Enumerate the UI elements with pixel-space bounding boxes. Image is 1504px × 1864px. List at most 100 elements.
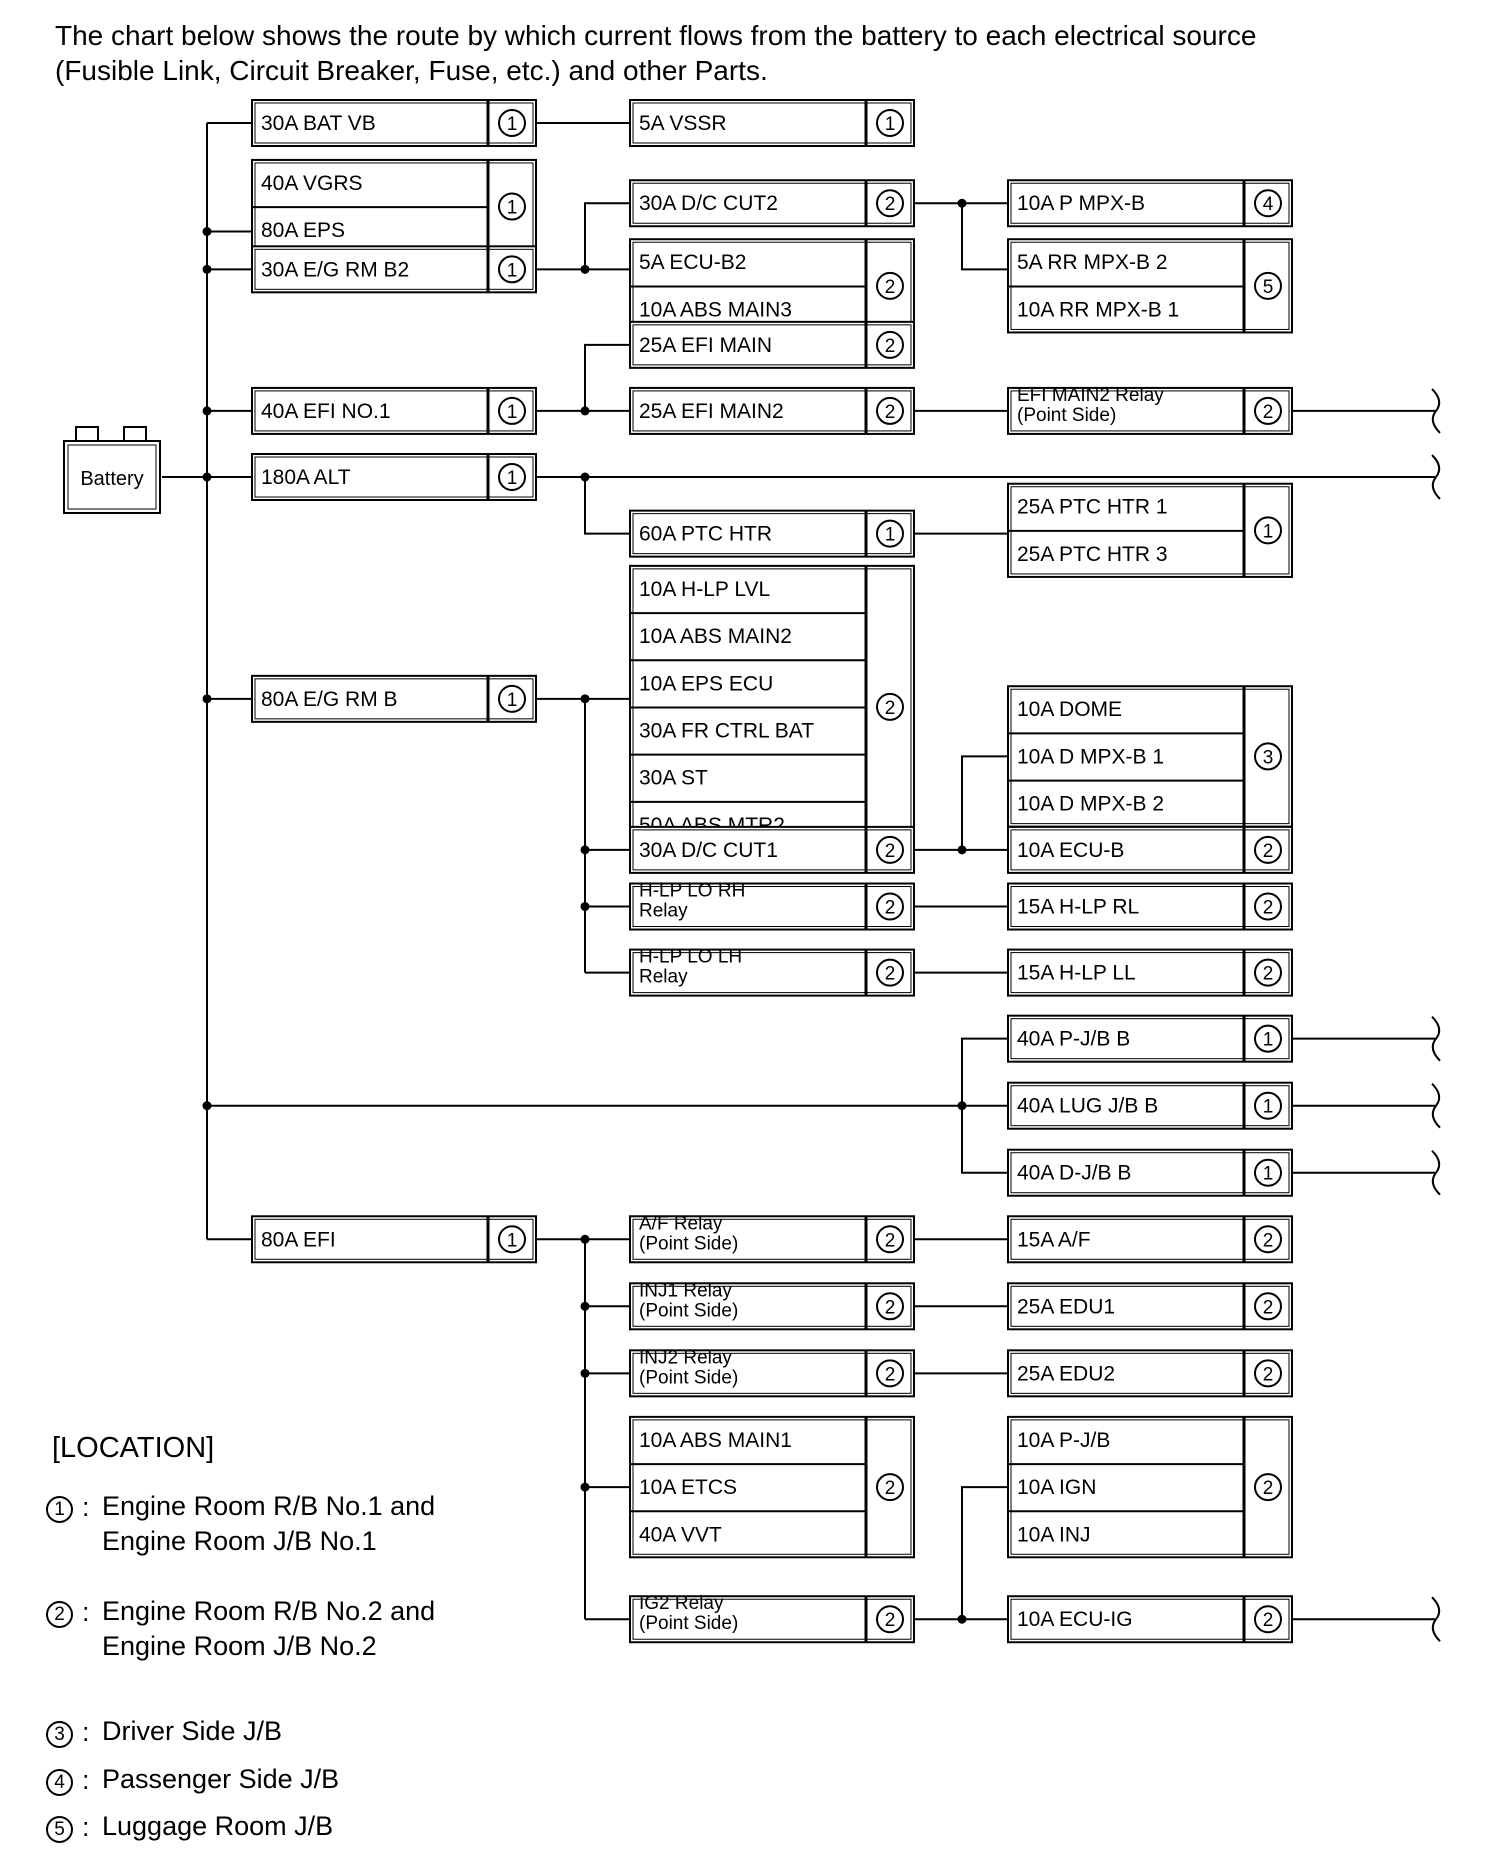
legend-text-2-line-2: Engine Room J/B No.2	[102, 1631, 377, 1661]
hlp-lo-lh-label-line-1: H-LP LO LH	[639, 947, 742, 968]
abs-main1-label: 10A ABS MAIN1	[639, 1429, 792, 1452]
eps-label: 80A EPS	[261, 219, 345, 242]
location-badge-bat-vb: 1	[498, 109, 526, 137]
location-badge-lug-jb-b: 1	[1254, 1091, 1282, 1120]
intro-line-1: The chart below shows the route by which…	[55, 20, 1257, 51]
p-jb-label: 10A P-J/B	[1017, 1429, 1110, 1452]
inj-label: 10A INJ	[1017, 1523, 1091, 1546]
svg-text:1: 1	[507, 690, 518, 711]
legend-text-1-line-1: Engine Room R/B No.1 and	[102, 1491, 436, 1521]
location-badge-efi80: 1	[498, 1225, 526, 1254]
location-badge-hlp-lo-rh: 2	[876, 892, 904, 921]
svg-text:1: 1	[507, 198, 518, 219]
location-badge-ecu-b2-abs3: 2	[876, 271, 904, 300]
efi80-label: 80A EFI	[261, 1228, 336, 1251]
legend-separator: :	[82, 1597, 90, 1627]
svg-text:2: 2	[885, 1478, 896, 1499]
hlp-lo-lh-label-line-2: Relay	[639, 967, 688, 988]
legend-separator: :	[82, 1492, 90, 1522]
af-relay-label-line-1: A/F Relay	[639, 1213, 723, 1234]
location-badge-alt: 1	[498, 463, 526, 491]
svg-text:5: 5	[1263, 277, 1274, 298]
location-badge-af: 2	[1254, 1225, 1282, 1254]
svg-text:2: 2	[1263, 898, 1274, 919]
efi-main2-label: 25A EFI MAIN2	[639, 400, 784, 423]
box-edu1: 25A EDU1 2	[1007, 1282, 1293, 1331]
svg-text:1: 1	[507, 260, 518, 281]
etcs-label: 10A ETCS	[639, 1476, 737, 1499]
svg-text:1: 1	[1263, 1097, 1274, 1118]
svg-text:2: 2	[885, 698, 896, 719]
hlp-rl-label: 15A H-LP RL	[1017, 896, 1139, 919]
legend-number-1: 1	[46, 1496, 73, 1523]
wires	[162, 122, 1435, 1621]
svg-text:2: 2	[1263, 402, 1274, 423]
legend-number-5: 5	[46, 1816, 73, 1843]
af-label: 15A A/F	[1017, 1228, 1091, 1251]
svg-text:2: 2	[885, 1364, 896, 1385]
efi-main2-relay-label-line-2: (Point Side)	[1017, 405, 1116, 426]
ptc-htr3-label: 25A PTC HTR 3	[1017, 543, 1168, 566]
box-hlp-rl: 15A H-LP RL 2	[1007, 882, 1293, 931]
junction-dots	[202, 198, 967, 1624]
location-badge-hlp-lo-lh: 2	[876, 958, 904, 987]
svg-text:2: 2	[885, 841, 896, 862]
lug-jb-b-label: 40A LUG J/B B	[1017, 1095, 1158, 1118]
location-badge-rr-mpx: 5	[1254, 271, 1282, 300]
intro-text: The chart below shows the route by which…	[55, 18, 1475, 88]
abs-main3-label: 10A ABS MAIN3	[639, 298, 792, 321]
d-mpx-b1-label: 10A D MPX-B 1	[1017, 745, 1164, 768]
hlp-lvl-label: 10A H-LP LVL	[639, 578, 770, 601]
battery-label: Battery	[80, 468, 143, 490]
battery: Battery	[63, 426, 161, 514]
svg-text:2: 2	[1263, 841, 1274, 862]
svg-text:2: 2	[885, 277, 896, 298]
location-badge-hlp-ll: 2	[1254, 958, 1282, 987]
svg-text:1: 1	[1263, 521, 1274, 542]
location-badge-dc-cut1: 2	[876, 835, 904, 864]
box-abs-main1-group: 10A ABS MAIN1 10A ETCS 40A VVT 2	[629, 1415, 915, 1559]
location-badge-hlp-group: 2	[876, 692, 904, 721]
location-badge-vgrs-eps: 1	[498, 192, 526, 221]
svg-text:4: 4	[1263, 194, 1274, 215]
location-badge-efi-main: 2	[876, 330, 904, 359]
vssr-label: 5A VSSR	[639, 112, 727, 135]
intro-line-2: (Fusible Link, Circuit Breaker, Fuse, et…	[55, 55, 768, 86]
rr-mpx-b1-label: 10A RR MPX-B 1	[1017, 298, 1179, 321]
eg-rm-b-label: 80A E/G RM B	[261, 688, 398, 711]
ecu-b2-label: 5A ECU-B2	[639, 251, 746, 274]
box-af-relay: A/F Relay(Point Side)2	[629, 1213, 915, 1264]
legend-text-4-line-1: Passenger Side J/B	[102, 1764, 340, 1794]
svg-text:1: 1	[507, 1230, 518, 1251]
box-efi80: 80A EFI 1	[251, 1215, 537, 1264]
legend-separator: :	[82, 1812, 90, 1842]
hlp-lo-rh-label-line-1: H-LP LO RH	[639, 881, 745, 902]
svg-text:1: 1	[885, 525, 896, 546]
svg-text:2: 2	[1263, 1230, 1274, 1251]
legend-number-3: 3	[46, 1721, 73, 1748]
p-jb-b-label: 40A P-J/B B	[1017, 1028, 1130, 1051]
location-badge-inj1-relay: 2	[876, 1292, 904, 1321]
eg-rm-b2-label: 30A E/G RM B2	[261, 258, 409, 281]
alt-label: 180A ALT	[261, 466, 351, 489]
edu1-label: 25A EDU1	[1017, 1295, 1115, 1318]
legend-text-5-line-1: Luggage Room J/B	[102, 1811, 334, 1841]
svg-text:2: 2	[1263, 1297, 1274, 1318]
ig2-relay-label-line-2: (Point Side)	[639, 1613, 738, 1634]
location-badge-vssr: 1	[876, 109, 904, 137]
vvt-label: 40A VVT	[639, 1523, 722, 1546]
box-ecu-b2-group: 5A ECU-B2 10A ABS MAIN3 2	[629, 238, 915, 334]
